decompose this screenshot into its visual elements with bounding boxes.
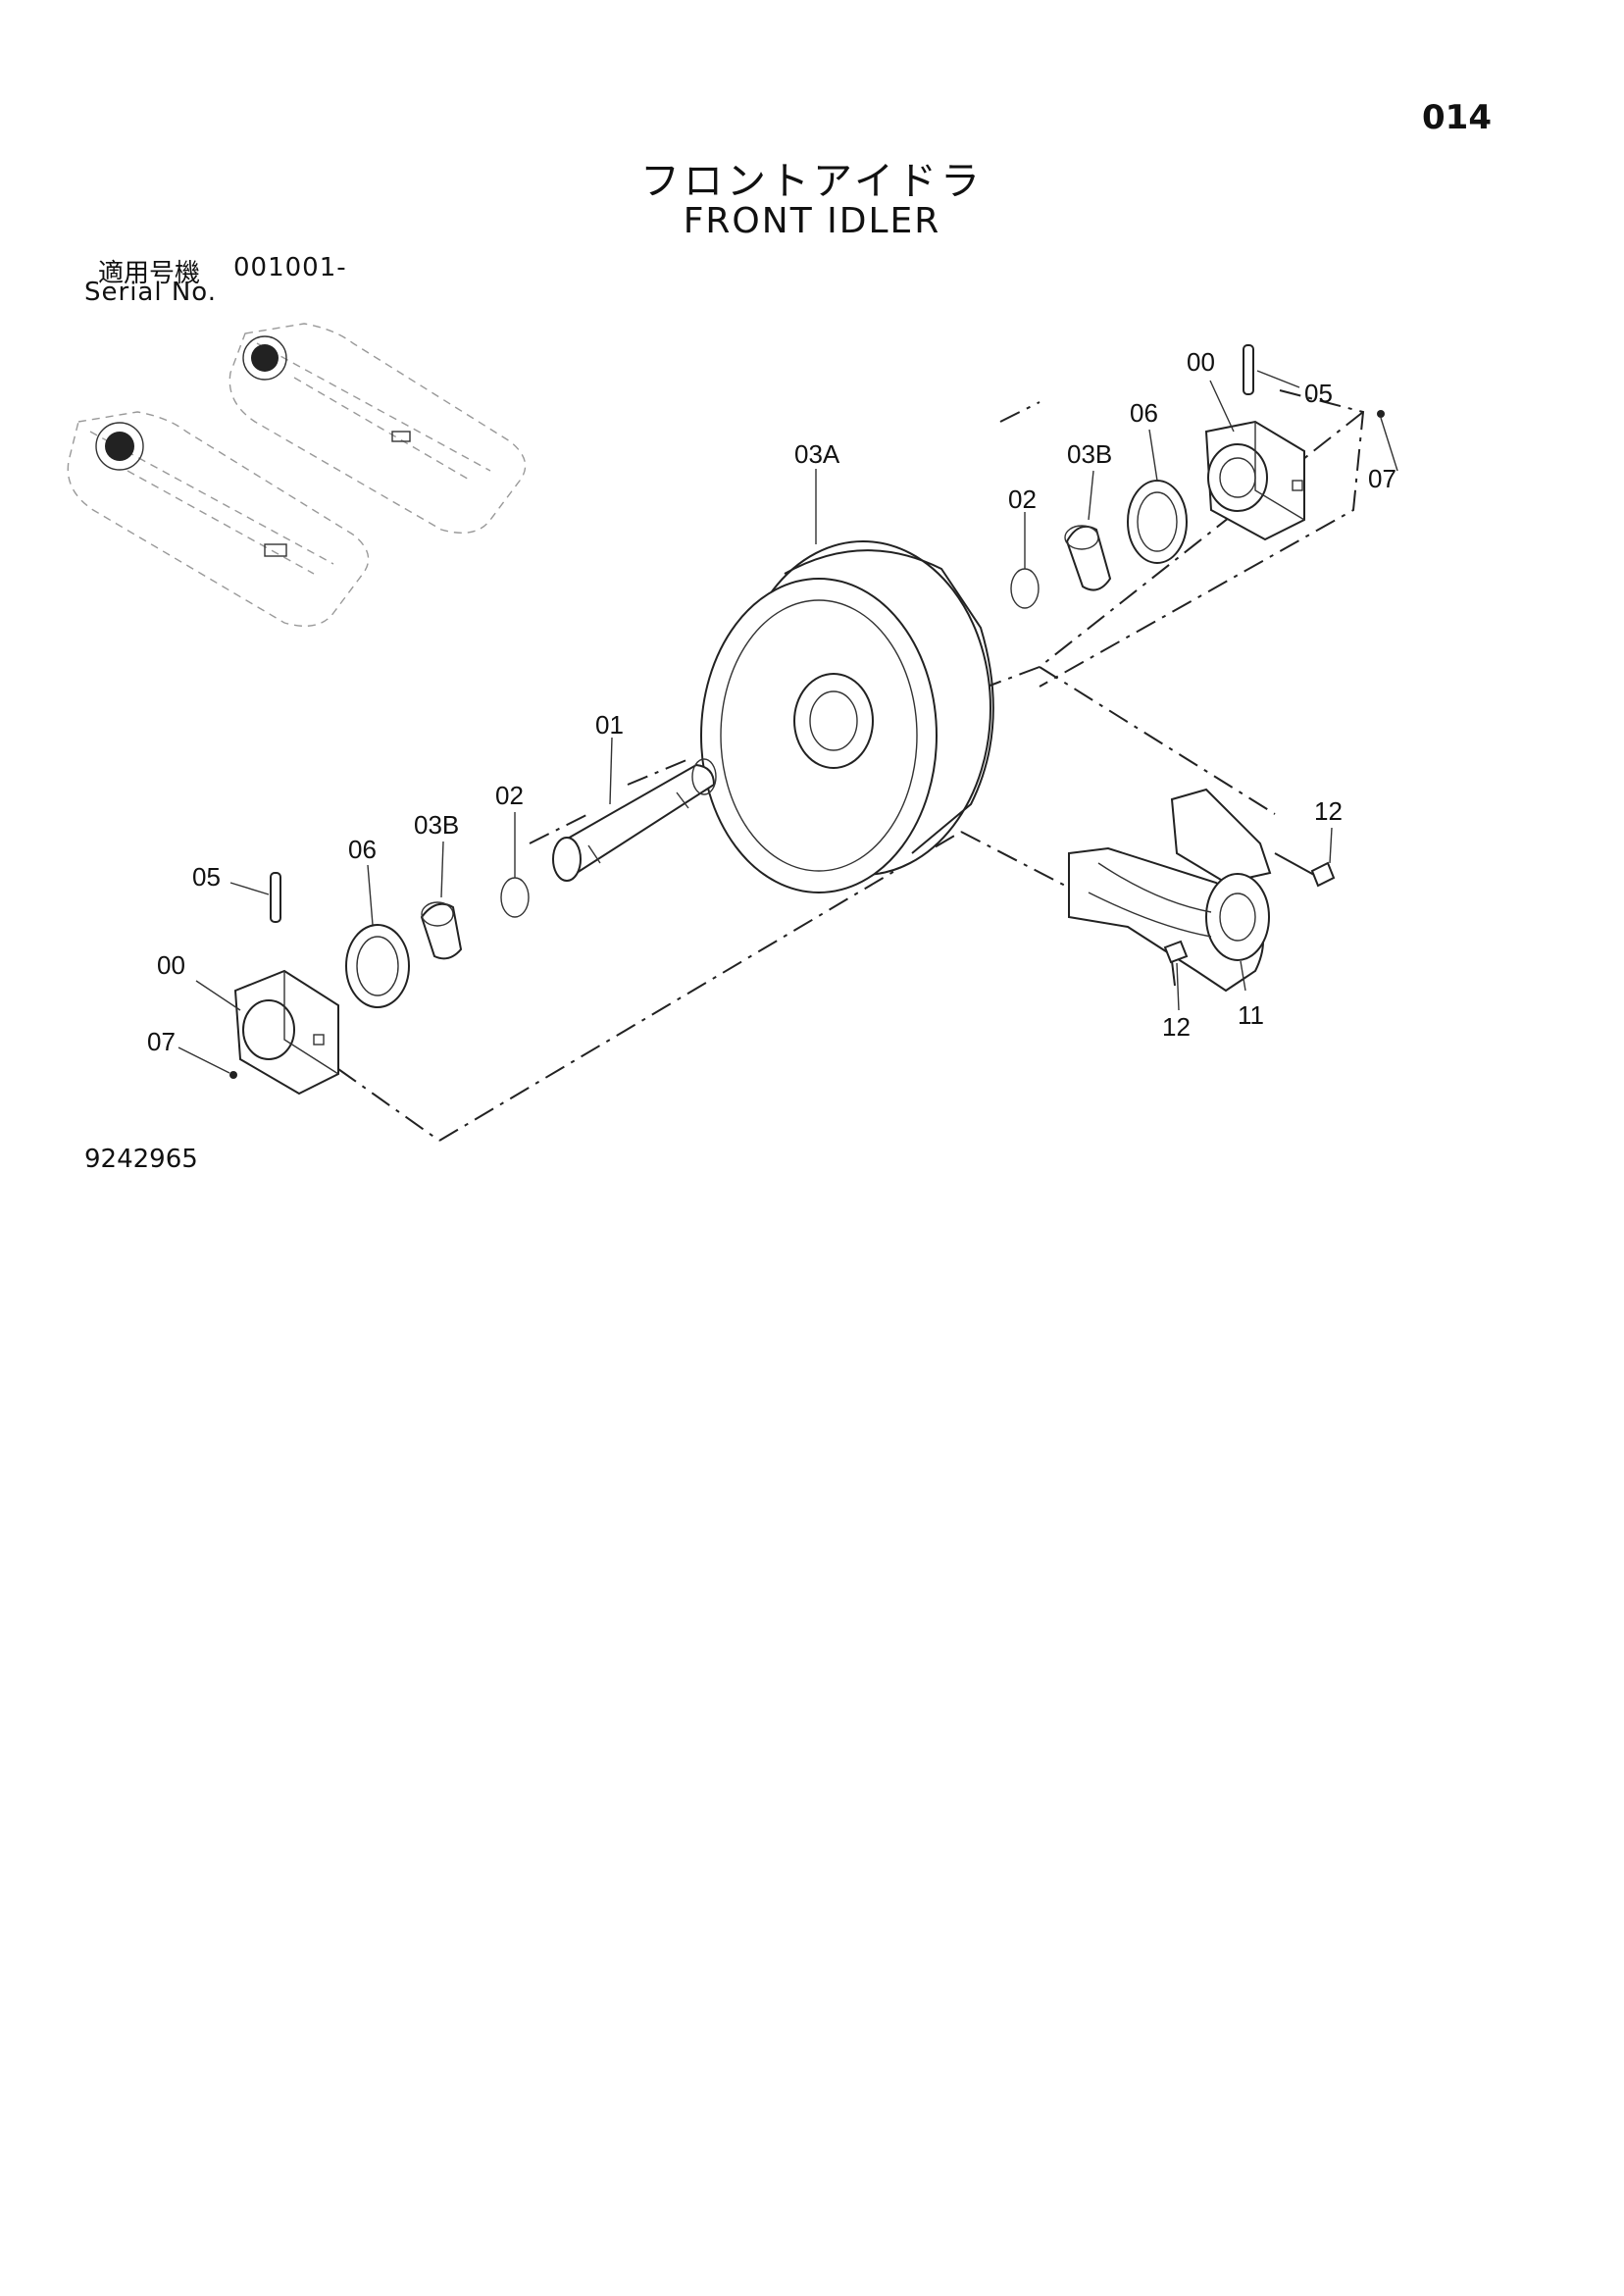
bushing-bottom (420, 901, 463, 960)
callout-03B-top: 03B (1067, 439, 1112, 469)
serial-code: 001001- (233, 253, 347, 282)
grease-fitting-top (1377, 410, 1385, 418)
pin-bottom (270, 872, 281, 923)
bearing-block-top (1204, 420, 1305, 541)
callout-03B-bottom: 03B (414, 810, 459, 840)
title-english: FRONT IDLER (683, 201, 941, 241)
idler-bracket (1068, 788, 1272, 993)
callout-00-bottom: 00 (157, 950, 185, 980)
callout-02-top: 02 (1008, 485, 1037, 514)
bushing-top (1064, 525, 1112, 591)
bearing-block-bottom (233, 969, 339, 1096)
o-ring-bottom (500, 877, 530, 918)
undercarriage-overview-icon (67, 323, 527, 627)
callout-11: 11 (1238, 1000, 1264, 1030)
serial-label-english: Serial No. (84, 278, 217, 307)
grease-fitting-bottom (229, 1071, 237, 1079)
callout-01: 01 (595, 710, 624, 740)
callout-02-bottom: 02 (495, 781, 524, 810)
o-ring-top (1010, 568, 1040, 609)
callout-12-bottom: 12 (1162, 1012, 1191, 1042)
callout-05-bottom: 05 (192, 862, 221, 892)
drawing-number: 9242965 (84, 1145, 198, 1174)
callout-07-top: 07 (1368, 464, 1396, 493)
bolt-bottom (1163, 940, 1189, 987)
callout-06-bottom: 06 (348, 835, 377, 864)
pin-top (1243, 344, 1254, 395)
title-japanese: フロントアイドラ (640, 159, 984, 204)
leader-lines (178, 370, 1398, 1074)
callout-07-bottom: 07 (147, 1027, 176, 1056)
callout-06-top: 06 (1130, 398, 1158, 428)
idler-wheel (700, 540, 994, 893)
serial-label-japanese: 適用号機 (98, 259, 201, 288)
bolt-top (1274, 852, 1336, 888)
seal-ring-bottom (345, 924, 410, 1008)
callout-12-top: 12 (1314, 796, 1343, 826)
callout-00-top: 00 (1187, 347, 1215, 377)
page-number: 014 (1422, 98, 1492, 137)
callout-05-top: 05 (1304, 379, 1333, 408)
idler-shaft (552, 758, 717, 882)
seal-ring-top (1127, 480, 1188, 564)
callout-03A: 03A (794, 439, 840, 469)
assembly-centerlines (337, 389, 1365, 1142)
